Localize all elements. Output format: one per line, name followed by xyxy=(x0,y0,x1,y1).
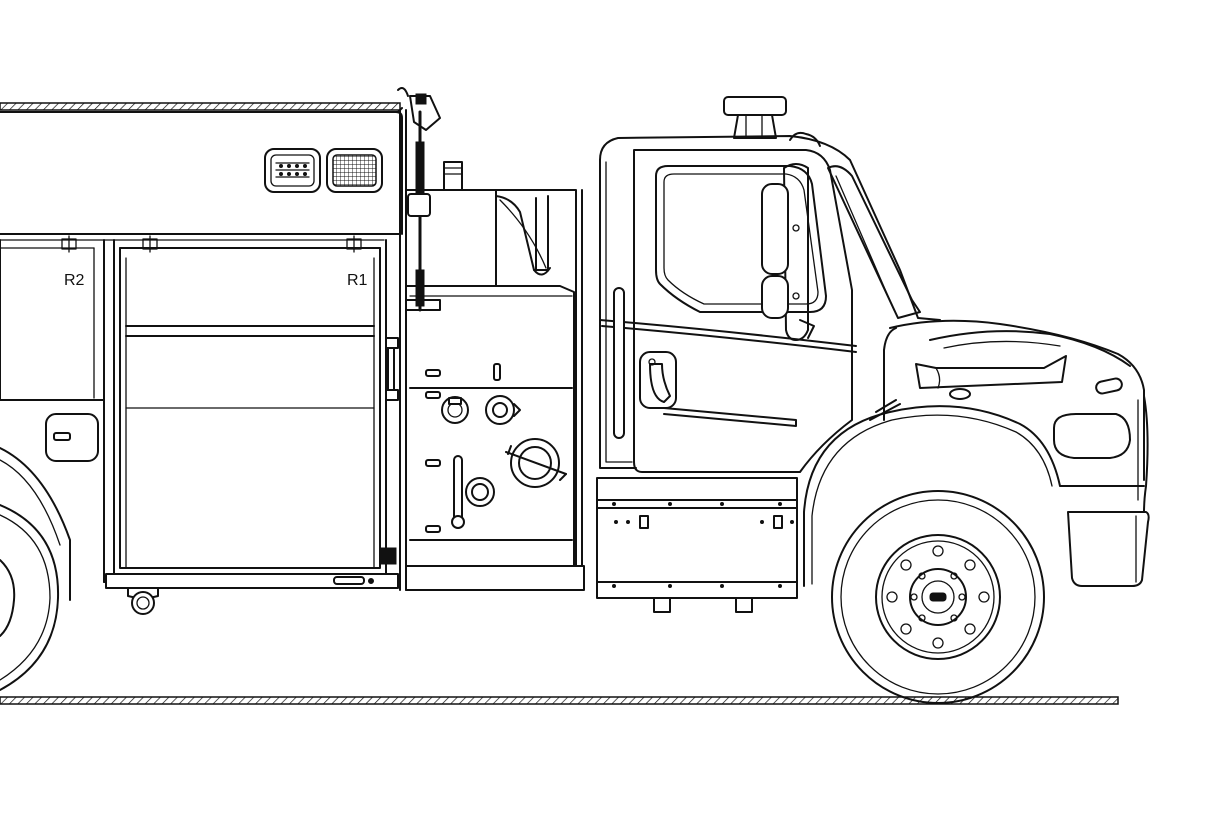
compartment-label-r2: R2 xyxy=(64,272,85,289)
marker-light-right xyxy=(326,148,383,193)
ground-line xyxy=(0,696,1119,705)
compartment-label-r1: R1 xyxy=(347,272,368,289)
intake-valve[interactable] xyxy=(505,438,567,488)
grab-handle[interactable] xyxy=(613,287,625,439)
side-mirror[interactable] xyxy=(761,163,815,341)
cab-step-box[interactable] xyxy=(596,477,798,613)
body-roof-rail xyxy=(0,102,403,113)
front-bumper xyxy=(1067,395,1150,587)
compartment-r1[interactable]: R1 xyxy=(113,235,399,575)
roof-beacon xyxy=(723,96,821,147)
door-handle[interactable] xyxy=(639,351,677,409)
marker-light-left xyxy=(264,148,321,193)
front-fender xyxy=(803,399,1145,587)
panel-handle[interactable] xyxy=(45,413,99,462)
valve-handle-4[interactable] xyxy=(425,525,441,533)
compartment-r2[interactable]: R2 xyxy=(0,235,105,401)
cab xyxy=(599,135,941,469)
pump-panel xyxy=(405,285,585,591)
valve-handle-2[interactable] xyxy=(425,391,441,399)
pole-mount xyxy=(397,87,441,312)
water-tank xyxy=(405,161,583,567)
discharge-gauge-2[interactable] xyxy=(485,395,521,425)
windshield xyxy=(827,165,921,319)
compartment-sill xyxy=(105,573,399,615)
pressure-gauge[interactable] xyxy=(465,477,495,507)
drain-lever[interactable] xyxy=(493,363,501,381)
throttle-lever[interactable] xyxy=(451,455,465,529)
valve-handle-1[interactable] xyxy=(425,369,441,377)
cab-door[interactable] xyxy=(633,149,853,473)
hood xyxy=(883,319,1145,481)
headlight xyxy=(949,377,1131,459)
rear-wheel xyxy=(0,447,71,691)
pump-panel-controls[interactable] xyxy=(425,363,567,533)
discharge-gauge-1[interactable] xyxy=(441,396,469,424)
valve-handle-3[interactable] xyxy=(425,459,441,467)
lower-body-panel xyxy=(0,399,399,583)
front-wheel xyxy=(831,490,1045,704)
air-horn xyxy=(915,355,1067,389)
